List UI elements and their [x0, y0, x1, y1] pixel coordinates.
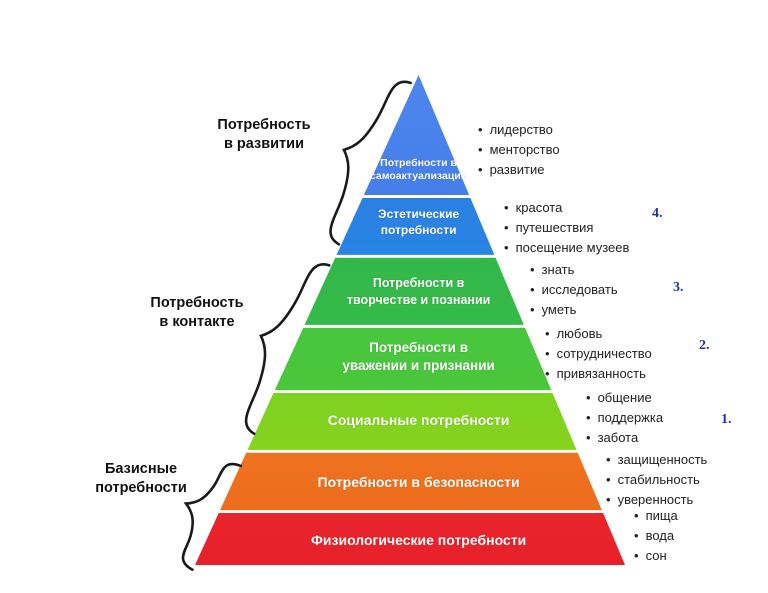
bullet-icon: •	[606, 452, 611, 467]
pyramid-band-safety	[220, 452, 602, 511]
bullet-icon: •	[530, 282, 535, 297]
list-item: • любовь	[545, 324, 652, 344]
need-item-text: посещение музеев	[515, 240, 630, 255]
needs-list-aesthetic: • красота • путешествия • посещение музеев	[504, 198, 629, 258]
bullet-icon: •	[545, 326, 550, 341]
need-item-text: знать	[541, 262, 575, 277]
list-item: • защищенность	[606, 450, 707, 470]
list-item: • пища	[634, 506, 678, 526]
bullet-icon: •	[606, 472, 611, 487]
need-item-text: любовь	[556, 326, 603, 341]
need-item-text: путешествия	[515, 220, 594, 235]
need-item-text: привязанность	[556, 366, 646, 381]
need-item-text: сон	[645, 548, 667, 563]
bullet-icon: •	[478, 162, 483, 177]
needs-list-social: • общение • поддержка • забота	[586, 388, 663, 448]
need-item-text: поддержка	[597, 410, 664, 425]
pyramid-band-cognitive	[304, 257, 524, 325]
pyramid: Потребности в самоактуализации Эстетичес…	[195, 75, 625, 565]
bullet-icon: •	[530, 302, 535, 317]
curly-brace-contact-icon	[218, 247, 335, 438]
pyramid-label-physiological: Физиологические потребности	[310, 532, 527, 548]
pyramid-label-social: Социальные потребности	[327, 412, 510, 428]
list-item: • исследовать	[530, 280, 618, 300]
bullet-icon: •	[530, 262, 535, 277]
curly-brace-growth-icon	[303, 65, 417, 249]
pyramid-band-physiological	[195, 513, 625, 565]
side-number-3: 3.	[673, 280, 684, 295]
pyramid-label-safety: Потребности в безопасности	[317, 474, 520, 490]
pyramid-label-aesthetic: Эстетические потребности	[378, 207, 460, 237]
side-number-1: 1.	[721, 412, 732, 427]
pyramid-band-aesthetic	[336, 197, 495, 255]
needs-list-cognitive: • знать • исследовать • уметь	[530, 260, 618, 320]
list-item: • поддержка	[586, 408, 663, 428]
bullet-icon: •	[504, 240, 509, 255]
needs-list-safety: • защищенность • стабильность • уверенность	[606, 450, 707, 510]
needs-list-physiological: • пища • вода • сон	[634, 506, 678, 566]
list-item: • забота	[586, 428, 663, 448]
need-item-text: исследовать	[541, 282, 618, 297]
pyramid-label-cognitive: Потребности в творчестве и познании	[346, 276, 491, 307]
needs-list-esteem: • любовь • сотрудничество • привязанность	[545, 324, 652, 384]
bullet-icon: •	[545, 346, 550, 361]
list-item: • путешествия	[504, 218, 629, 238]
need-item-text: забота	[597, 430, 639, 445]
list-item: • развитие	[478, 160, 560, 180]
pyramid-band-esteem	[274, 327, 552, 391]
list-item: • менторство	[478, 140, 560, 160]
list-item: • лидерство	[478, 120, 560, 140]
list-item: • уметь	[530, 300, 618, 320]
need-item-text: пища	[645, 508, 678, 523]
need-item-text: общение	[597, 390, 652, 405]
needs-list-self-actualization: • лидерство • менторство • развитие	[478, 120, 560, 180]
list-item: • знать	[530, 260, 618, 280]
list-item: • посещение музеев	[504, 238, 629, 258]
side-number-2: 2.	[699, 338, 710, 353]
bullet-icon: •	[586, 390, 591, 405]
pyramid-band-social	[247, 393, 577, 450]
need-item-text: развитие	[489, 162, 545, 177]
need-item-text: уметь	[541, 302, 577, 317]
group-label-growth: Потребность в развитии	[217, 117, 311, 152]
need-item-text: защищенность	[617, 452, 708, 467]
list-item: • сотрудничество	[545, 344, 652, 364]
bullet-icon: •	[634, 508, 639, 523]
bullet-icon: •	[504, 220, 509, 235]
group-label-basic: Базисные потребности	[95, 461, 187, 496]
list-item: • уверенность	[606, 490, 707, 510]
need-item-text: сотрудничество	[556, 346, 652, 361]
bullet-icon: •	[586, 410, 591, 425]
bullet-icon: •	[478, 142, 483, 157]
bullet-icon: •	[634, 548, 639, 563]
need-item-text: вода	[645, 528, 675, 543]
bullet-icon: •	[586, 430, 591, 445]
list-item: • красота	[504, 198, 629, 218]
curly-brace-basic-icon	[157, 448, 247, 574]
need-item-text: лидерство	[489, 122, 553, 137]
list-item: • вода	[634, 526, 678, 546]
need-item-text: стабильность	[617, 472, 700, 487]
need-item-text: уверенность	[617, 492, 694, 507]
bullet-icon: •	[606, 492, 611, 507]
bullet-icon: •	[478, 122, 483, 137]
bullet-icon: •	[634, 528, 639, 543]
group-label-contact: Потребность в контакте	[150, 295, 244, 330]
bullet-icon: •	[545, 366, 550, 381]
need-item-text: красота	[515, 200, 563, 215]
list-item: • стабильность	[606, 470, 707, 490]
list-item: • сон	[634, 546, 678, 566]
list-item: • привязанность	[545, 364, 652, 384]
pyramid-label-esteem: Потребности в уважении и признании	[342, 340, 495, 373]
pyramid-label-self-actualization: Потребности в самоактуализации	[369, 157, 468, 182]
side-number-4: 4.	[652, 206, 663, 221]
need-item-text: менторство	[489, 142, 560, 157]
list-item: • общение	[586, 388, 663, 408]
bullet-icon: •	[504, 200, 509, 215]
